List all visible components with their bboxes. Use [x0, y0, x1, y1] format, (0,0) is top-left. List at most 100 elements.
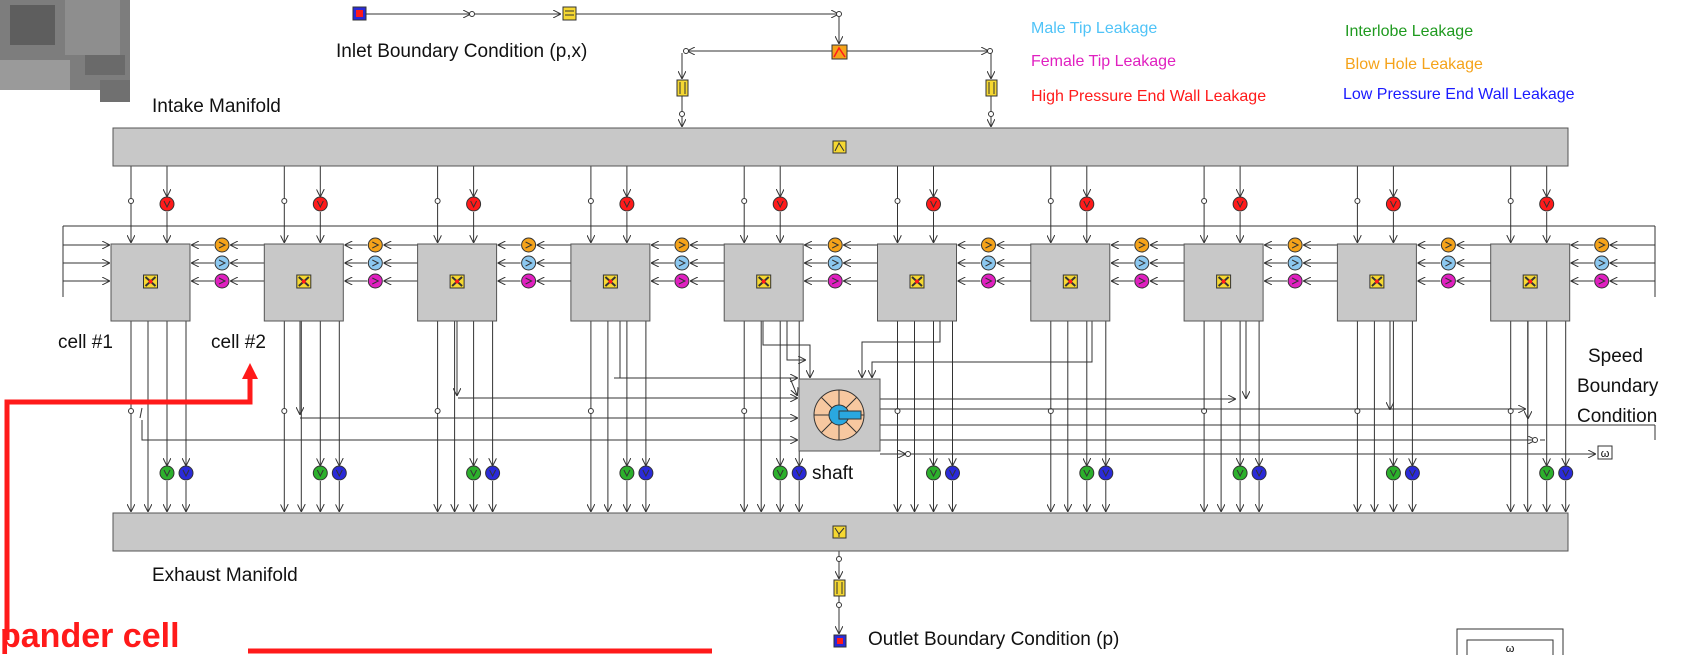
- exhaust-manifold-label: Exhaust Manifold: [152, 565, 298, 587]
- lp-leak-valve-10: [1559, 466, 1573, 480]
- interlobe-valve-2: [313, 466, 327, 480]
- female-tip-valve-10: [1595, 274, 1609, 288]
- hp-leak-valve-10: [1540, 197, 1554, 211]
- male-tip-valve-8: [1288, 256, 1302, 270]
- exhaust-manifold-icon: [833, 526, 846, 538]
- splitter-icon: [832, 45, 847, 59]
- male-tip-valve-3: [522, 256, 536, 270]
- cell-icon-9: [1370, 275, 1384, 288]
- outlet-boundary-icon[interactable]: [834, 635, 846, 647]
- female-tip-valve-7: [1135, 274, 1149, 288]
- male-tip-valve-9: [1441, 256, 1455, 270]
- blowhole-valve-4: [675, 238, 689, 252]
- hp-leak-valve-4: [620, 197, 634, 211]
- lp-leak-valve-1: [179, 466, 193, 480]
- female-tip-valve-1: [215, 274, 229, 288]
- lp-leak-valve-3: [486, 466, 500, 480]
- lp-leak-valve-4: [639, 466, 653, 480]
- callout-label: pander cell: [0, 617, 180, 656]
- cell-icon-7: [1063, 275, 1077, 288]
- male-tip-valve-5: [828, 256, 842, 270]
- lp-leak-valve-5: [792, 466, 806, 480]
- legend-high-pressure: High Pressure End Wall Leakage: [1031, 88, 1266, 106]
- female-tip-valve-3: [522, 274, 536, 288]
- legend-interlobe: Interlobe Leakage: [1345, 23, 1473, 41]
- lp-leak-valve-9: [1405, 466, 1419, 480]
- blowhole-valve-8: [1288, 238, 1302, 252]
- female-tip-valve-2: [368, 274, 382, 288]
- speed-label-line2: Boundary: [1577, 376, 1658, 398]
- hp-leak-valve-1: [160, 197, 174, 211]
- outlet-boundary-label: Outlet Boundary Condition (p): [868, 629, 1119, 651]
- interlobe-valve-4: [620, 466, 634, 480]
- male-tip-valve-10: [1595, 256, 1609, 270]
- male-tip-valve-1: [215, 256, 229, 270]
- shaft-label: shaft: [812, 463, 853, 485]
- lp-leak-valve-2: [332, 466, 346, 480]
- inlet-pipe-left-icon: [677, 80, 688, 96]
- blowhole-valve-9: [1441, 238, 1455, 252]
- cell-icon-10: [1523, 275, 1537, 288]
- blowhole-valve-3: [522, 238, 536, 252]
- shaft-icon: [814, 390, 864, 440]
- speed-controller-omega: ω: [1506, 643, 1515, 655]
- lp-leak-valve-8: [1252, 466, 1266, 480]
- interlobe-valve-10: [1540, 466, 1554, 480]
- leakage-valves: [160, 197, 1609, 480]
- cell-icon-3: [450, 275, 464, 288]
- cell-1-label: cell #1: [58, 332, 113, 354]
- hp-leak-valve-3: [467, 197, 481, 211]
- intake-manifold-label: Intake Manifold: [152, 96, 281, 118]
- hp-leak-valve-6: [927, 197, 941, 211]
- interlobe-valve-3: [467, 466, 481, 480]
- hp-leak-valve-8: [1233, 197, 1247, 211]
- compressor-photo: [0, 0, 140, 105]
- speed-label-line1: Speed: [1588, 346, 1643, 368]
- hp-leak-valve-2: [313, 197, 327, 211]
- male-tip-valve-7: [1135, 256, 1149, 270]
- inlet-filter-icon: [563, 7, 576, 20]
- blowhole-valve-2: [368, 238, 382, 252]
- blowhole-valve-7: [1135, 238, 1149, 252]
- hp-leak-valve-9: [1386, 197, 1400, 211]
- cell-icon-6: [910, 275, 924, 288]
- inlet-pipe-right-icon: [986, 80, 997, 96]
- interlobe-valve-7: [1080, 466, 1094, 480]
- interlobe-valve-8: [1233, 466, 1247, 480]
- speed-label-line3: Condition: [1577, 406, 1657, 428]
- interlobe-valve-5: [773, 466, 787, 480]
- lp-leak-valve-6: [946, 466, 960, 480]
- legend-low-pressure: Low Pressure End Wall Leakage: [1343, 86, 1575, 104]
- female-tip-valve-5: [828, 274, 842, 288]
- omega-symbol: ω: [1601, 448, 1610, 460]
- cell-icon-5: [757, 275, 771, 288]
- male-tip-valve-6: [982, 256, 996, 270]
- female-tip-valve-9: [1441, 274, 1455, 288]
- female-tip-valve-6: [982, 274, 996, 288]
- cell-2-label: cell #2: [211, 332, 266, 354]
- intake-manifold-icon: [833, 141, 846, 153]
- legend-blow-hole: Blow Hole Leakage: [1345, 56, 1483, 74]
- blowhole-valve-10: [1595, 238, 1609, 252]
- outlet-pipe-icon: [834, 580, 845, 596]
- cell-icon-4: [603, 275, 617, 288]
- legend-female-tip: Female Tip Leakage: [1031, 53, 1176, 71]
- blowhole-valve-5: [828, 238, 842, 252]
- hp-leak-valve-5: [773, 197, 787, 211]
- blowhole-valve-6: [982, 238, 996, 252]
- interlobe-valve-6: [927, 466, 941, 480]
- male-tip-valve-4: [675, 256, 689, 270]
- interlobe-valve-9: [1386, 466, 1400, 480]
- interlobe-valve-1: [160, 466, 174, 480]
- male-tip-valve-2: [368, 256, 382, 270]
- cell-icon-8: [1217, 275, 1231, 288]
- legend-male-tip: Male Tip Leakage: [1031, 20, 1157, 38]
- cell-icon-1: [144, 275, 158, 288]
- hp-leak-valve-7: [1080, 197, 1094, 211]
- cell-icon-2: [297, 275, 311, 288]
- lp-leak-valve-7: [1099, 466, 1113, 480]
- inlet-boundary-icon[interactable]: [353, 7, 366, 20]
- female-tip-valve-8: [1288, 274, 1302, 288]
- blowhole-valve-1: [215, 238, 229, 252]
- female-tip-valve-4: [675, 274, 689, 288]
